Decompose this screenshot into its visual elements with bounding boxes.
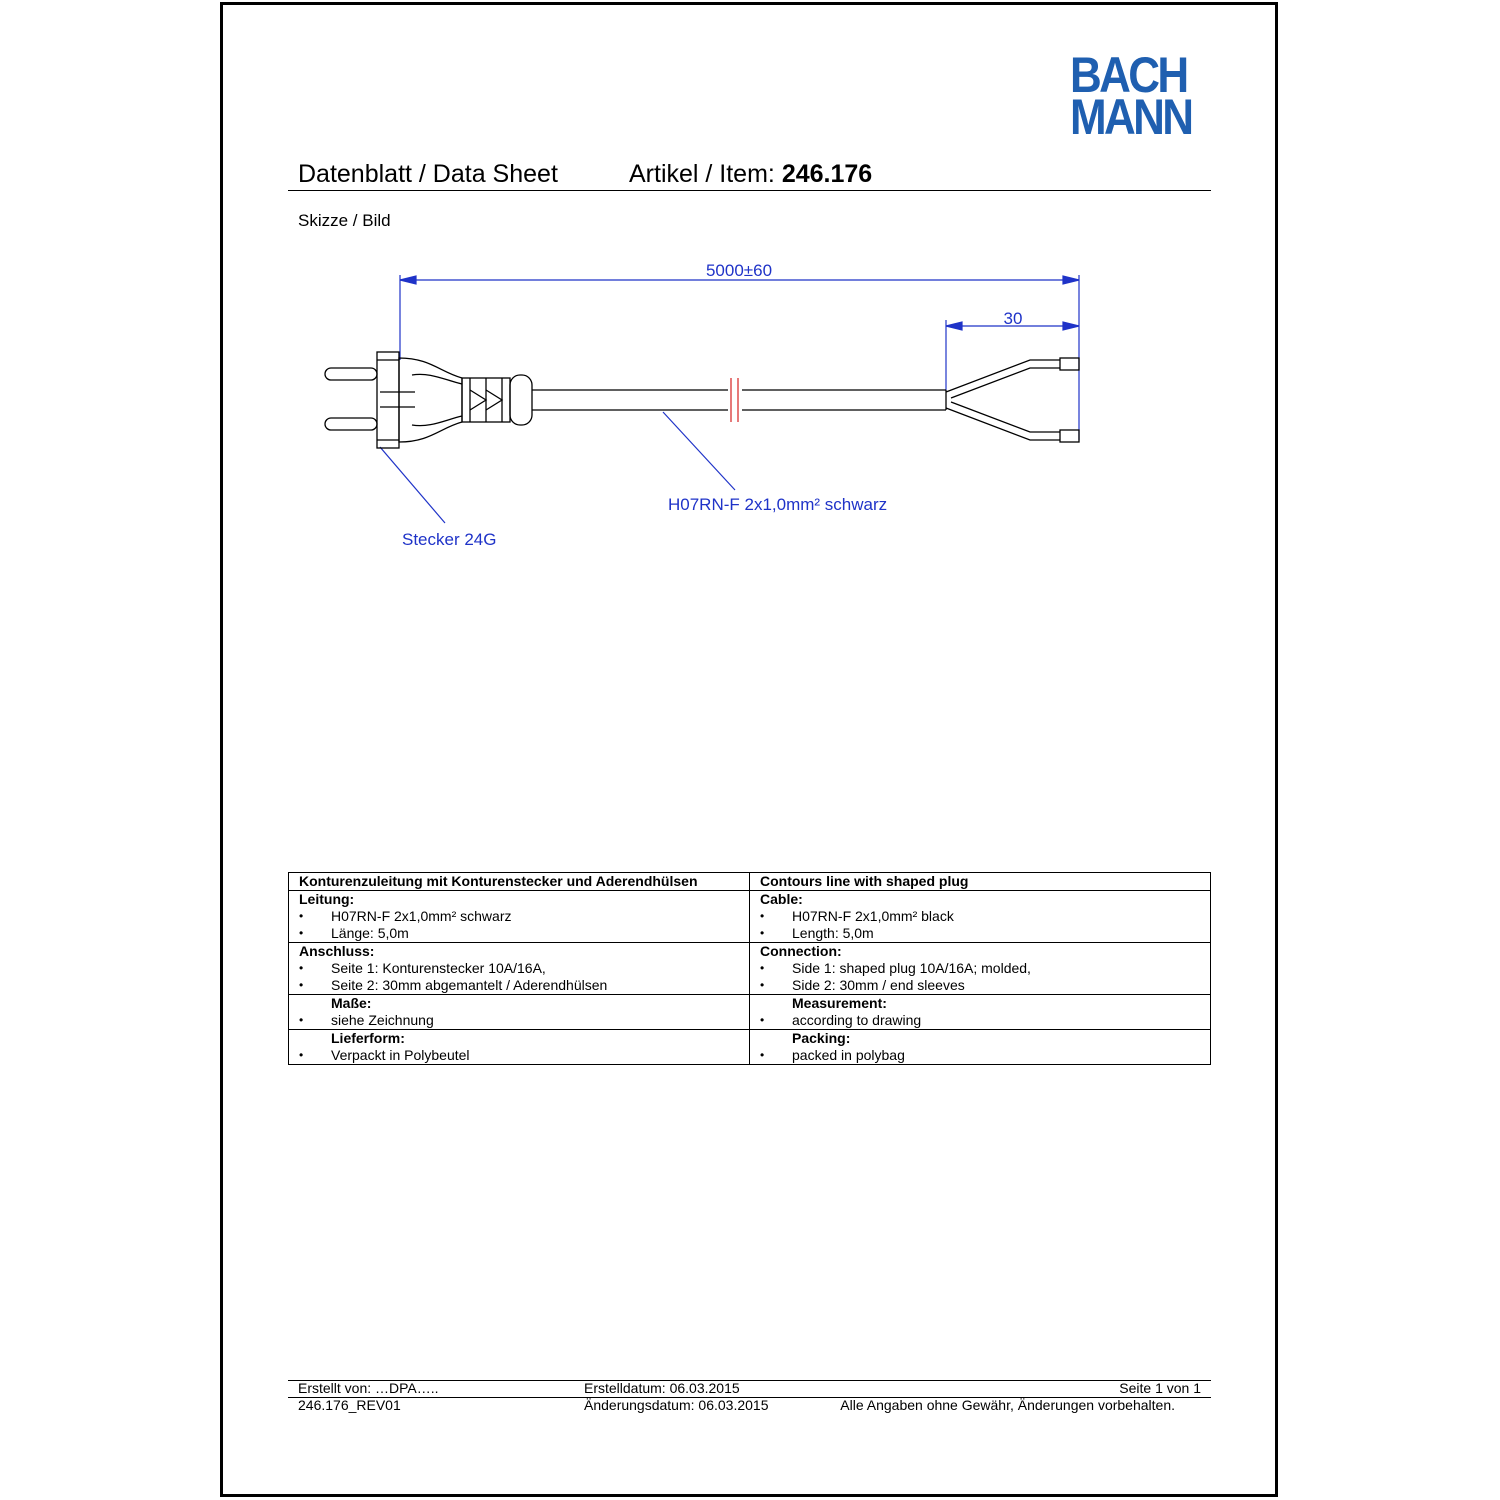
end-sleeve-bottom: [1059, 429, 1080, 443]
cable-type-label: H07RN-F 2x1,0mm² schwarz: [668, 495, 887, 514]
logo-line-2: MANN: [1070, 89, 1194, 145]
length-break-marks: [730, 378, 739, 422]
bullet-item: Side 1: shaped plug 10A/16A; molded,: [760, 960, 1210, 977]
section-head-de: Anschluss:: [299, 943, 375, 959]
total-length-label: 5000±60: [706, 261, 772, 280]
logo-line-1: BACH: [1070, 47, 1189, 103]
cable-boot: [509, 374, 533, 426]
table-row-measurement: Maße: siehe Zeichnung Measurement: accor…: [288, 994, 1211, 1030]
section-head-en: Connection:: [760, 943, 842, 959]
bullet-item: H07RN-F 2x1,0mm² schwarz: [299, 908, 749, 925]
plug-outline: [324, 351, 533, 449]
table-title-en: Contours line with shaped plug: [749, 872, 1211, 891]
created-by: Erstellt von: …DPA…..: [298, 1380, 439, 1396]
table-title-de: Konturenzuleitung mit Konturenstecker un…: [288, 872, 750, 891]
cable-outline: [532, 357, 1080, 443]
footer-divider: [288, 1397, 1211, 1398]
table-row-cable: Leitung: H07RN-F 2x1,0mm² schwarz Länge:…: [288, 890, 1211, 943]
plug-face: [376, 351, 400, 449]
bullet-item: packed in polybag: [760, 1047, 1210, 1064]
item-label: Artikel / Item:: [629, 160, 782, 188]
bullet-item: according to drawing: [760, 1012, 1210, 1029]
strip-length-label: 30: [1004, 309, 1023, 328]
section-head-de: Leitung:: [299, 891, 355, 907]
page-frame: [220, 2, 1278, 1497]
table-row-connection: Anschluss: Seite 1: Konturenstecker 10A/…: [288, 942, 1211, 995]
section-head-en: Cable:: [760, 891, 803, 907]
dim-arrow-strip-right: [1062, 321, 1080, 331]
cable-drawing: 5000±60 30 H07RN-F 2x1,0mm² schwarz Stec…: [324, 261, 1080, 549]
created-date: Erstelldatum: 06.03.2015: [584, 1380, 740, 1396]
bullet-item: Seite 1: Konturenstecker 10A/16A,: [299, 960, 749, 977]
end-sleeve-top: [1059, 357, 1080, 371]
sheet-title: Datenblatt / Data Sheet: [298, 160, 558, 188]
dim-arrow-total-right: [1062, 275, 1080, 285]
bullet-item: Length: 5,0m: [760, 925, 1210, 942]
item-heading: Artikel / Item: 246.176: [629, 160, 872, 189]
dim-arrow-total-left: [399, 275, 417, 285]
plug-body: [398, 357, 463, 443]
item-number: 246.176: [781, 160, 873, 188]
table-row-packing: Lieferform: Verpackt in Polybeutel Packi…: [288, 1029, 1211, 1065]
bullet-item: H07RN-F 2x1,0mm² black: [760, 908, 1210, 925]
section-head-en: Measurement:: [792, 995, 887, 1011]
plug-leader-line: [379, 446, 446, 524]
cable-leader-line: [662, 411, 736, 491]
bullet-item: Seite 2: 30mm abgemantelt / Aderendhülse…: [299, 977, 749, 994]
bachmann-logo: BACH MANN: [1070, 47, 1205, 145]
header-divider: [288, 190, 1211, 191]
wire-cores: [945, 359, 1060, 441]
disclaimer: Alle Angaben ohne Gewähr, Änderungen vor…: [840, 1397, 1175, 1413]
section-head-en: Packing:: [792, 1030, 851, 1046]
changed-date: Änderungsdatum: 06.03.2015: [584, 1397, 769, 1413]
revision-code: 246.176_REV01: [298, 1397, 401, 1413]
bullet-item: Verpackt in Polybeutel: [299, 1047, 749, 1064]
bullet-item: Länge: 5,0m: [299, 925, 749, 942]
table-header-row: Konturenzuleitung mit Konturenstecker un…: [288, 872, 1211, 891]
section-head-de: Lieferform:: [331, 1030, 405, 1046]
sketch-section-label: Skizze / Bild: [298, 211, 391, 230]
plug-pin-bottom: [324, 417, 378, 431]
page-number: Seite 1 von 1: [1119, 1380, 1201, 1396]
plug-type-label: Stecker 24G: [402, 530, 497, 549]
section-head-de: Maße:: [331, 995, 372, 1011]
footer-top-rule: [288, 1380, 1211, 1381]
bullet-item: siehe Zeichnung: [299, 1012, 749, 1029]
specification-table: Konturenzuleitung mit Konturenstecker un…: [288, 872, 1211, 1065]
dim-arrow-strip-left: [945, 321, 963, 331]
plug-pin-top: [324, 367, 378, 381]
bullet-item: Side 2: 30mm / end sleeves: [760, 977, 1210, 994]
